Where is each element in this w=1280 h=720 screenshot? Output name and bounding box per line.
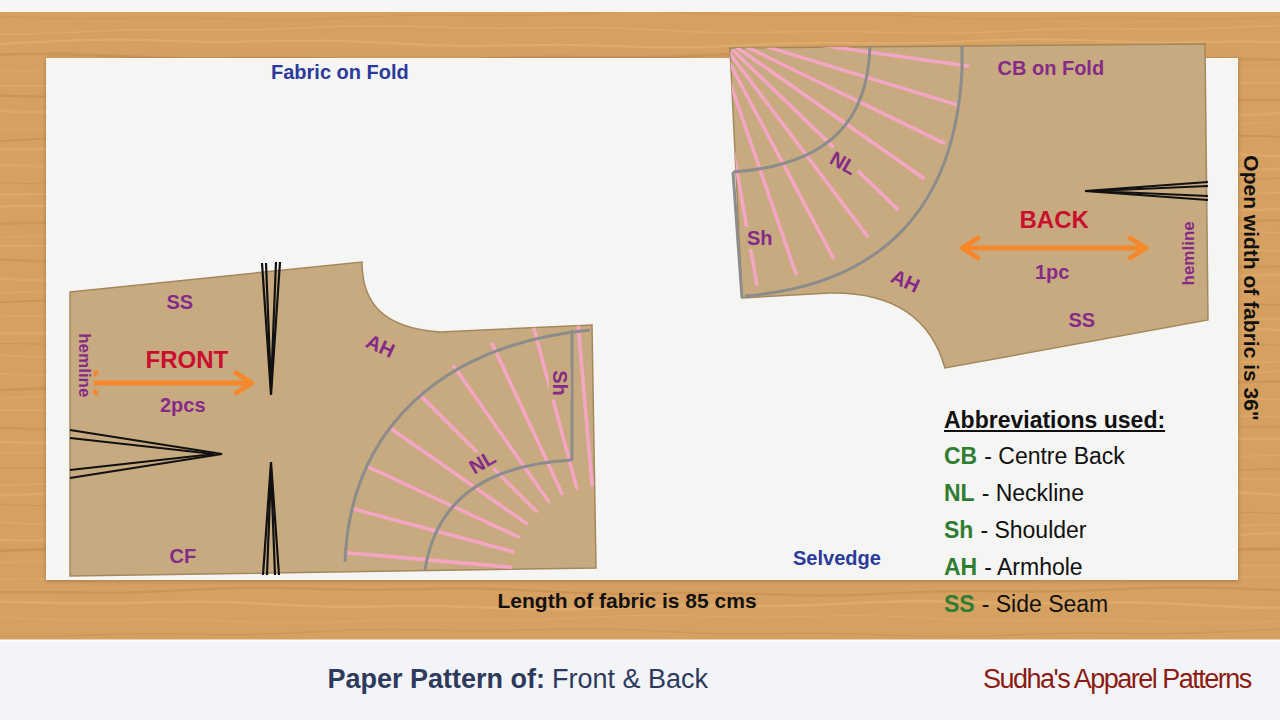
brand-mark: Sudha's Apparel Patterns [983,664,1251,695]
part-label: Sh [744,227,776,249]
piece-name: FRONT [143,347,232,373]
slash-line [734,51,898,209]
top-strip [0,0,1280,12]
arrow-head [1130,238,1146,258]
width-note: Open width of fabric is 36" [1239,155,1263,421]
part-label: hemline [1180,218,1199,288]
fold-note: Fabric on Fold [271,61,409,83]
arrow-head [236,373,252,393]
pattern-line [571,330,574,460]
part-label: Sh [549,367,571,399]
abbreviation-meaning: - Side Seam [982,591,1109,617]
paper-outline [70,262,596,576]
pattern-line [745,46,962,296]
footer-rule [0,640,1280,642]
part-label: SS [164,291,197,313]
pattern-line [733,172,742,298]
abbreviation: SS [944,591,975,617]
grain-line [0,12,1280,20]
footer-bar [0,640,1280,720]
slash-line [578,321,592,485]
length-note: Length of fabric is 85 cms [498,589,757,613]
back-pattern-piece: CB on FoldNLShBACK1pcAHhemlineSS [724,38,1214,374]
wood-table [0,0,1280,640]
pattern-drawing [70,262,596,576]
dart-line [267,470,275,575]
pattern-line [345,330,590,562]
abbrev-row: Sh - Shoulder [944,517,1087,543]
pattern-drawing [717,34,1208,368]
dart-line [262,262,280,395]
abbrev-row: SS - Side Seam [944,591,1108,617]
grain-line [0,629,1280,637]
abbreviation: NL [944,480,975,506]
front-pattern-piece: SSAHhemlineFRONT2pcsNLShCF [64,254,602,582]
pattern-line [425,460,572,570]
caption-lead: Paper Pattern of: [328,664,546,695]
grain-arrow [80,373,252,393]
dart-line [263,462,279,575]
abbrev-row: NL - Neckline [944,480,1084,506]
part-label: CB on Fold [995,57,1108,79]
abbreviation: CB [944,443,977,469]
piece-count: 2pcs [157,394,209,416]
dart-line [1085,182,1208,200]
piece-name: BACK [1017,207,1092,233]
slash-line [722,58,796,274]
grain-arrow [962,238,1146,258]
part-label: SS [1066,309,1099,331]
arrow-shaft [965,246,1143,251]
part-label: CF [167,545,200,567]
piece-count: 1pc [1032,261,1072,283]
abbrev-heading: Abbreviations used: [944,407,1165,433]
paper-outline [730,44,1208,368]
slash-line [420,395,537,512]
abbreviation-meaning: - Neckline [982,480,1084,506]
arrow-shaft [83,381,249,386]
dart-line [1093,186,1208,196]
abbreviation-meaning: - Centre Back [984,443,1125,469]
abbreviation: Sh [944,517,973,543]
abbreviation-meaning: - Shoulder [980,517,1086,543]
dimension-note: Length of fabric is 85 cms [498,589,757,613]
caption-row: Paper Pattern of:Front & Back [328,664,709,695]
wood-grain [0,12,1280,637]
dart-line [266,262,276,388]
abbrev-row: AH - Armhole [944,554,1083,580]
piece-shape [724,38,1214,374]
abbreviation-meaning: - Armhole [984,554,1082,580]
grain-line [0,25,1280,33]
watermark: Sudha's Apparel Patterns [983,664,1251,695]
caption-text: Front & Back [552,664,708,695]
dart-line [70,438,214,470]
dimension-note: Open width of fabric is 36" [1239,155,1263,421]
arrow-head [962,238,978,258]
part-label: hemline [75,330,94,400]
slash-line [354,509,513,552]
legend-heading: Abbreviations used: [944,407,1165,433]
abbrev-row: CB - Centre Back [944,443,1125,469]
piece-shape [64,254,602,582]
abbreviation: AH [944,554,977,580]
dart-line [70,430,222,478]
selvedge-note: Selvedge [793,547,881,569]
